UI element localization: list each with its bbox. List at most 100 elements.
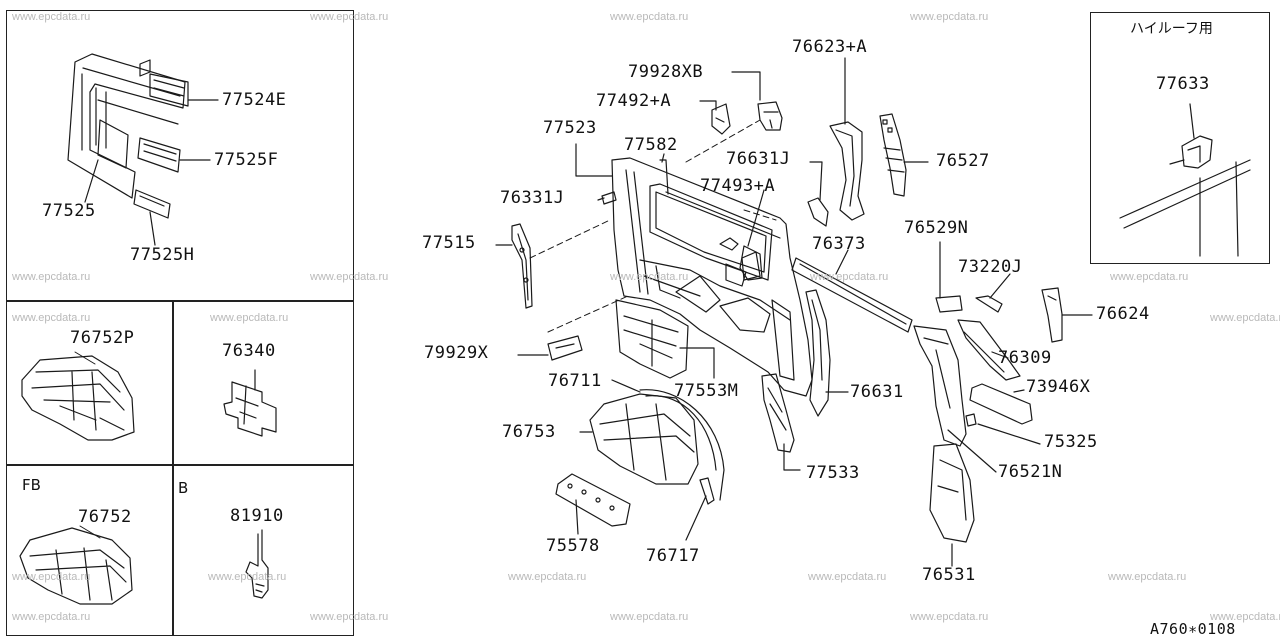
part-label-77633: 77633 <box>1156 74 1210 94</box>
watermark: www.epcdata.ru <box>210 312 289 324</box>
part-76331J-bracket <box>601 191 617 205</box>
watermark: www.epcdata.ru <box>810 271 889 283</box>
part-77515-pillar <box>511 223 533 309</box>
part-76752-wheelhouse-fb <box>19 525 133 605</box>
part-label-76717: 76717 <box>646 546 700 566</box>
part-76373-roof-rail <box>791 257 913 333</box>
inset-panel-high-roof <box>1090 12 1270 264</box>
variant-label-b: B <box>178 479 189 497</box>
part-label-77533: 77533 <box>806 463 860 483</box>
watermark: www.epcdata.ru <box>610 271 689 283</box>
part-label-76753: 76753 <box>502 422 556 442</box>
inset-panel-bracket <box>172 300 354 466</box>
part-label-77524E: 77524E <box>222 90 287 110</box>
part-81910-bracket <box>245 529 269 599</box>
part-label-73220J: 73220J <box>958 257 1023 277</box>
watermark: www.epcdata.ru <box>12 571 91 583</box>
part-77525H-patch <box>133 189 171 219</box>
watermark: www.epcdata.ru <box>12 271 91 283</box>
part-75578-bracket <box>555 473 631 527</box>
part-label-76711: 76711 <box>548 371 602 391</box>
part-label-75578: 75578 <box>546 536 600 556</box>
part-label-76631J: 76631J <box>726 149 791 169</box>
inset-panel-wheelhouse-p <box>6 300 174 466</box>
part-label-77492A: 77492+A <box>596 91 672 111</box>
part-label-79928XB: 79928XB <box>628 62 704 82</box>
watermark: www.epcdata.ru <box>310 11 389 23</box>
part-77533-panel <box>761 373 795 453</box>
part-label-76752: 76752 <box>78 507 132 527</box>
part-75325-clip <box>965 413 977 427</box>
watermark: www.epcdata.ru <box>208 571 287 583</box>
inset-panel-b <box>172 464 354 636</box>
part-label-76631: 76631 <box>850 382 904 402</box>
part-label-77525H: 77525H <box>130 245 195 265</box>
part-76623A-pillar <box>829 121 865 221</box>
part-label-79929X: 79929X <box>424 343 489 363</box>
part-label-76309: 76309 <box>998 348 1052 368</box>
part-79929X-bracket <box>547 335 583 361</box>
part-label-76527: 76527 <box>936 151 990 171</box>
part-76531-lower-pillar <box>929 443 975 543</box>
part-label-76531: 76531 <box>922 565 976 585</box>
part-label-76521N: 76521N <box>998 462 1063 482</box>
part-77523-side-inner-panel <box>611 157 813 397</box>
watermark: www.epcdata.ru <box>508 571 587 583</box>
watermark: www.epcdata.ru <box>1210 611 1280 623</box>
part-label-76373: 76373 <box>812 234 866 254</box>
part-77553M-panel <box>615 299 689 379</box>
part-label-77525: 77525 <box>42 201 96 221</box>
part-76309-rail <box>957 319 1021 381</box>
part-76631-strip <box>805 289 831 417</box>
part-73220J-clip <box>975 295 1003 313</box>
part-77492A-bracket <box>711 103 731 135</box>
part-label-76340: 76340 <box>222 341 276 361</box>
variant-label-high-roof: ハイルーフ用 <box>1130 21 1213 37</box>
watermark: www.epcdata.ru <box>12 312 91 324</box>
part-76711-wheel-arch <box>639 389 725 501</box>
part-76529N-gusset <box>935 295 963 313</box>
part-label-73946X: 73946X <box>1026 377 1091 397</box>
part-label-77523: 77523 <box>543 118 597 138</box>
watermark: www.epcdata.ru <box>12 611 91 623</box>
part-76340-bracket <box>223 369 277 437</box>
part-77493A-bracket <box>719 237 761 281</box>
watermark: www.epcdata.ru <box>12 11 91 23</box>
part-77525-rear-side-inner <box>67 53 186 199</box>
part-73946X-strip <box>969 383 1033 425</box>
part-label-77493A: 77493+A <box>700 176 776 196</box>
watermark: www.epcdata.ru <box>1110 271 1189 283</box>
watermark: www.epcdata.ru <box>1108 571 1187 583</box>
variant-label-fb: FB <box>22 476 41 494</box>
part-label-76752P: 76752P <box>70 328 135 348</box>
inset1-leaders <box>84 99 219 246</box>
part-label-81910: 81910 <box>230 506 284 526</box>
watermark: www.epcdata.ru <box>610 11 689 23</box>
part-label-76529N: 76529N <box>904 218 969 238</box>
inset-panel-fb <box>6 464 174 636</box>
part-77633-high-roof-gusset <box>1119 103 1251 257</box>
watermark: www.epcdata.ru <box>910 11 989 23</box>
watermark: www.epcdata.ru <box>310 271 389 283</box>
part-label-76331J: 76331J <box>500 188 565 208</box>
part-label-77525F: 77525F <box>214 150 279 170</box>
leader-lines <box>495 57 1093 567</box>
part-label-76623A: 76623+A <box>792 37 868 57</box>
part-76624-pillar <box>1041 287 1063 343</box>
part-76631J-bracket <box>807 197 829 227</box>
part-76717-arch-trim <box>699 477 715 505</box>
assembly-dash-lines <box>529 119 777 333</box>
watermark: www.epcdata.ru <box>310 611 389 623</box>
part-76753-wheelhouse <box>589 393 699 485</box>
part-label-77515: 77515 <box>422 233 476 253</box>
watermark: www.epcdata.ru <box>910 611 989 623</box>
part-76752P-wheelhouse <box>21 351 135 441</box>
part-77525F-reinforcement <box>137 137 181 173</box>
watermark: www.epcdata.ru <box>808 571 887 583</box>
part-label-75325: 75325 <box>1044 432 1098 452</box>
watermark: www.epcdata.ru <box>610 611 689 623</box>
inset-panel-rear-side <box>6 10 354 302</box>
part-76521N-pillar <box>913 325 967 447</box>
